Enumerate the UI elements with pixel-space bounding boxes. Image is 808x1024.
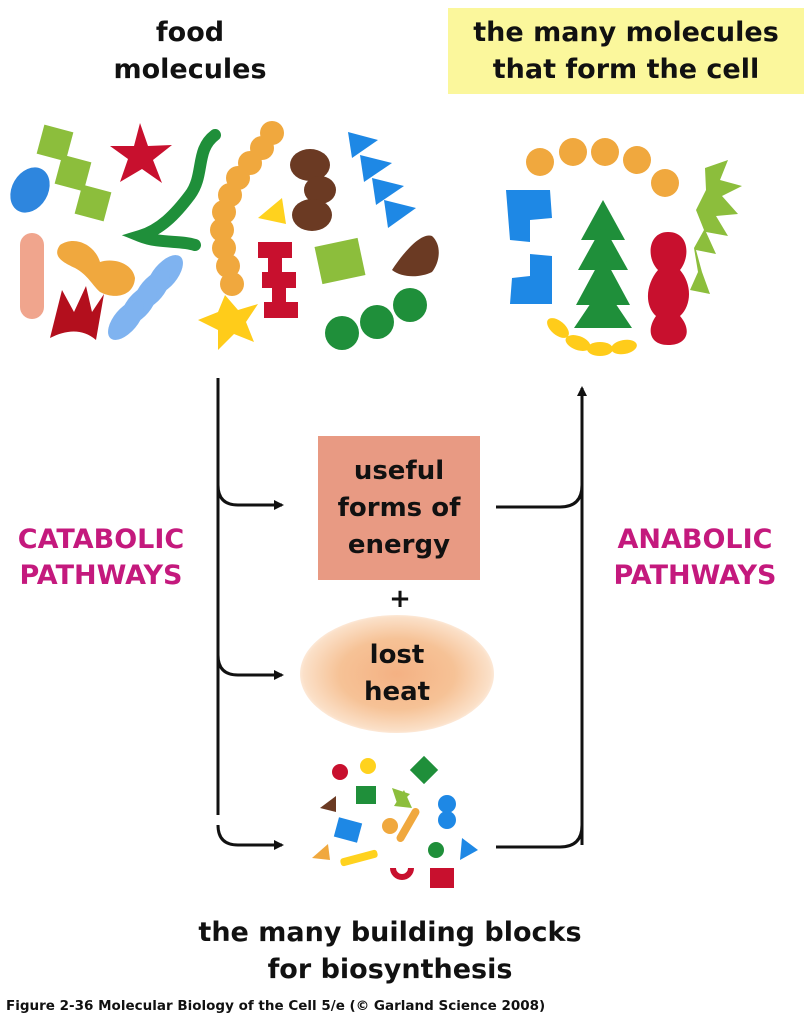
brown-knot-molecule [290,149,336,231]
arrow-to-heat [216,654,284,680]
green-zigzag-molecule [36,124,112,222]
brown-wedge-molecule [392,235,439,277]
catabolic-line-2: PATHWAYS [19,560,183,591]
green-tree-molecule [574,200,632,328]
energy-line-2: forms of [337,492,461,523]
catabolic-pathways-label: CATABOLIC PATHWAYS [6,522,196,594]
energy-to-anabolic-line [496,484,584,509]
food-title-line-1: food [155,17,225,48]
yellow-crescent-molecule [547,318,637,356]
anabolic-line-2: PATHWAYS [613,560,777,591]
red-peanut-molecule [647,232,689,345]
building-blocks-title: the many building blocks for biosynthesi… [160,914,620,988]
food-molecules-cluster [10,121,439,350]
blue-arrowhead-chain-molecule [348,132,416,228]
blue-helix-molecule [108,255,183,340]
useful-energy-box: useful forms of energy [318,436,480,580]
green-chain-molecule [121,129,221,251]
salmon-rod-molecule [20,233,44,319]
food-molecules-title: food molecules [100,14,280,88]
heat-line-1: lost [369,640,425,670]
energy-line-3: energy [347,529,451,560]
blue-oval-molecule [10,167,50,213]
anabolic-line-1: ANABOLIC [617,524,773,555]
orange-club-molecule [57,241,135,296]
energy-line-1: useful [353,455,445,486]
cell-title-line-1: the many molecules [473,17,779,48]
blocks-to-anabolic-line [496,824,584,849]
orange-bead-arc-molecule [526,138,679,197]
arrow-to-energy [216,484,284,510]
blocks-title-line-2: for biosynthesis [267,954,513,985]
olive-block-molecule [314,237,366,285]
plus-sign: + [389,584,411,614]
cell-molecules-cluster [506,138,742,356]
anabolic-pathways-label: ANABOLIC PATHWAYS [600,522,790,594]
red-star-molecule [110,123,172,183]
arrow-to-building-blocks [216,824,284,850]
orange-bead-chain-molecule [210,121,284,296]
blue-bracket-molecule [506,190,552,304]
catabolic-line-1: CATABOLIC [17,524,185,555]
heat-line-2: heat [363,677,431,707]
green-ball-cluster-molecule [325,288,427,350]
yellow-triangle-molecule [258,198,286,224]
blocks-title-line-1: the many building blocks [198,917,582,948]
lost-heat-glow: lost heat [300,615,494,733]
cell-title-line-2: that form the cell [492,54,760,85]
building-blocks-scatter [312,755,478,888]
red-tulip-molecule [50,286,104,340]
food-title-line-2: molecules [113,54,267,85]
catabolic-arrows [216,378,284,850]
figure-caption: Figure 2-36 Molecular Biology of the Cel… [6,998,546,1014]
yellow-star-molecule [198,295,258,350]
anabolic-arrows [496,386,587,849]
green-wavy-molecule [690,160,742,294]
cell-molecules-title: the many molecules that form the cell [448,8,804,94]
red-ladder-molecule [258,242,298,318]
